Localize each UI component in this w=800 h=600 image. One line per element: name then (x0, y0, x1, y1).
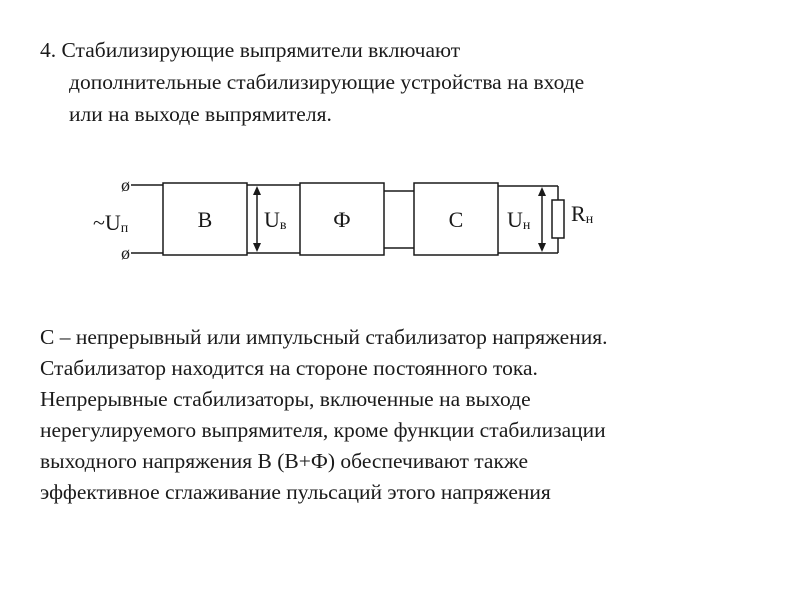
output-voltage-label-sub: н (523, 218, 531, 233)
voltage-arrow-out-head-top (538, 187, 546, 196)
heading-line-3: или на выходе выпрямителя. (69, 102, 332, 126)
block-f-label: Ф (333, 207, 350, 232)
description-line-5: выходного напряжения В (В+Ф) обеспечиваю… (40, 449, 529, 473)
input-voltage-label: ~Uп (93, 210, 129, 236)
description-line-1: С – непрерывный или импульсный стабилиза… (40, 325, 608, 349)
load-label-sub: н (586, 212, 594, 227)
block-filter-f (299, 182, 385, 256)
block-c-label: С (449, 207, 464, 232)
heading-line-2: дополнительные стабилизирующие устройств… (69, 70, 585, 94)
voltage-arrow-b-head-top (253, 186, 261, 195)
voltage-arrow-b-head-bottom (253, 243, 261, 252)
description-line-3: Непрерывные стабилизаторы, включенные на… (40, 387, 531, 411)
rectified-voltage-label-sub: в (280, 218, 287, 233)
load-resistor (551, 199, 565, 239)
input-voltage-label-sub: п (121, 221, 129, 236)
load-label-main: R (571, 201, 586, 226)
input-terminal-top-symbol: ø (121, 175, 130, 195)
description-text: С – непрерывный или импульсный стабилиза… (40, 322, 780, 508)
block-stabilizer-c (413, 182, 499, 256)
heading-line-1: 4. Стабилизирующие выпрямители включают (40, 38, 461, 62)
output-voltage-label-main: U (507, 207, 523, 232)
block-rectifier-b (162, 182, 248, 256)
heading: 4. Стабилизирующие выпрямители включают … (40, 34, 760, 130)
voltage-arrow-out-head-bottom (538, 243, 546, 252)
block-b-label: В (198, 207, 213, 232)
load-label: Rн (571, 201, 594, 227)
input-voltage-label-main: ~U (93, 210, 121, 235)
description-line-2: Стабилизатор находится на стороне постоя… (40, 356, 538, 380)
input-terminal-bottom-symbol: ø (121, 243, 130, 263)
description-line-4: нерегулируемого выпрямителя, кроме функц… (40, 418, 606, 442)
rectified-voltage-label-main: U (264, 207, 280, 232)
rectified-voltage-label: Uв (264, 207, 287, 233)
output-voltage-label: Uн (507, 207, 531, 233)
description-line-6: эффективное сглаживание пульсаций этого … (40, 480, 551, 504)
